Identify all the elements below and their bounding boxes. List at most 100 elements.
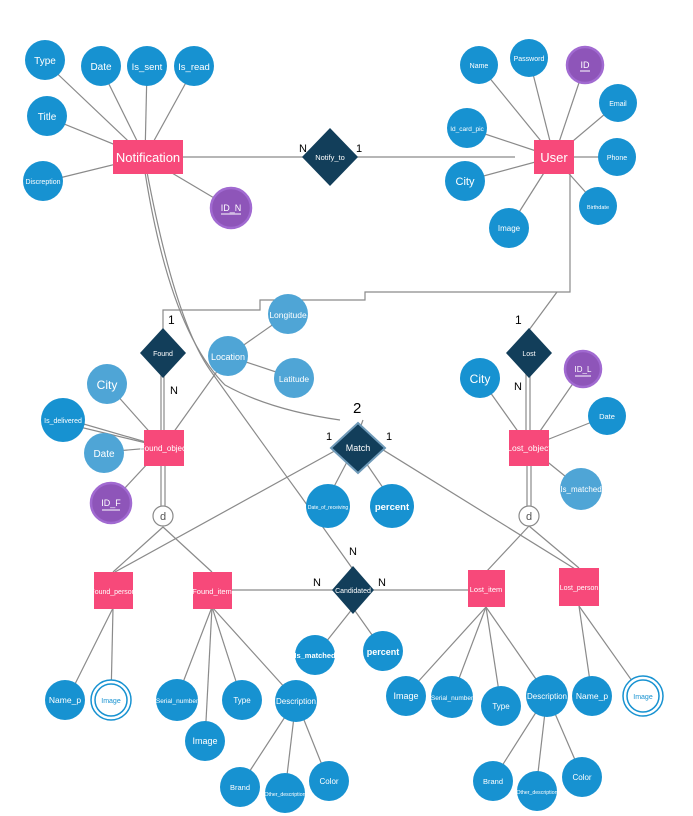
entity-notification-label: Notification	[116, 150, 180, 165]
attr-brand: Brand	[473, 761, 513, 801]
attr-key-id-l: ID_L	[563, 349, 603, 389]
cardinality: 1	[386, 431, 392, 443]
entity-lost-person[interactable]: Lost_person	[559, 568, 599, 606]
attr-brand: Brand	[220, 767, 260, 807]
attr-image: Image	[386, 676, 426, 716]
attr-image: Image	[185, 721, 225, 761]
entity-found-item[interactable]: Found_item	[192, 572, 232, 609]
svg-text:Other_description: Other_description	[265, 792, 306, 798]
entity-found-object-label: Found_object	[140, 444, 189, 453]
svg-text:Image: Image	[192, 736, 217, 746]
relationship-match[interactable]: Match	[329, 421, 387, 475]
relationship-found-label: Found	[153, 351, 173, 358]
cardinality: N	[299, 143, 307, 155]
entity-user[interactable]: User	[534, 140, 574, 174]
cardinality: 1	[326, 431, 332, 443]
svg-text:City: City	[456, 176, 475, 188]
cardinality: N	[378, 577, 386, 589]
svg-text:City: City	[470, 372, 491, 386]
attr-type: Type	[222, 680, 262, 720]
attr-city: City	[460, 358, 500, 398]
entities: Notification User Found_object Lost_obje…	[90, 140, 599, 609]
svg-text:Description: Description	[276, 697, 316, 706]
attr-name: Name	[460, 46, 498, 84]
line	[211, 606, 297, 701]
entity-found-person[interactable]: Found_person	[90, 572, 136, 609]
relationship-lost-label: Lost	[522, 351, 535, 358]
entity-lost-object[interactable]: Lost_object	[507, 430, 551, 466]
entity-found-person-label: Found_person	[90, 589, 135, 596]
attr-description: Description	[275, 680, 317, 722]
svg-text:Birthdate: Birthdate	[587, 205, 609, 211]
svg-text:Image: Image	[393, 691, 418, 701]
svg-text:percent: percent	[367, 647, 400, 657]
relationship-notify-to-label: Notify_to	[315, 153, 345, 162]
cardinality: N	[514, 381, 522, 393]
attr-is-delivered: Is_delivered	[41, 398, 85, 442]
specialization: d d	[152, 505, 540, 527]
svg-text:Phone: Phone	[607, 155, 627, 162]
attr-city: City	[445, 161, 485, 201]
attr-key-id-f: ID_F	[89, 481, 133, 525]
attr-percent: percent	[363, 631, 403, 671]
attr-type: Type	[25, 40, 65, 80]
svg-text:ID_L: ID_L	[575, 365, 592, 374]
svg-text:Is_read: Is_read	[178, 62, 210, 73]
attr-title: Title	[27, 96, 67, 136]
entity-notification[interactable]: Notification	[113, 140, 183, 174]
relationship-notify-to[interactable]: Notify_to	[302, 128, 358, 186]
attr-date-of-receiving: Date_of_receiving	[306, 484, 350, 528]
line	[114, 447, 341, 573]
relationship-candidated[interactable]: Candidated	[332, 566, 374, 614]
svg-text:Type: Type	[34, 56, 56, 67]
line	[528, 525, 580, 569]
svg-text:Brand: Brand	[483, 777, 503, 786]
attr-image: Image	[489, 208, 529, 248]
relationship-candidated-label: Candidated	[335, 588, 371, 595]
attr-serial-number: Serial_number	[431, 676, 474, 718]
entity-found-object[interactable]: Found_object	[140, 430, 189, 466]
svg-text:Type: Type	[233, 696, 251, 705]
relationship-found[interactable]: Found	[140, 328, 186, 378]
svg-text:ID_N: ID_N	[221, 203, 242, 213]
svg-text:Title: Title	[38, 112, 57, 123]
line	[162, 526, 213, 573]
svg-text:City: City	[97, 378, 118, 392]
attr-is-matched: Is_matched	[560, 468, 602, 510]
svg-text:Longitude: Longitude	[269, 310, 307, 320]
attr-discreption: Discreption	[23, 161, 63, 201]
attr-description: Description	[526, 675, 568, 717]
attr-name-p: Name_p	[572, 676, 612, 716]
attributes: Type Date Is_sent Is_read Title Discrept…	[23, 39, 664, 813]
svg-text:Serial_number: Serial_number	[431, 695, 474, 702]
disjoint-label: d	[160, 511, 166, 523]
attr-latitude: Latitude	[274, 358, 314, 398]
attr-phone: Phone	[598, 138, 636, 176]
svg-text:Date_of_receiving: Date_of_receiving	[308, 505, 349, 511]
svg-text:Other_description: Other_description	[517, 790, 558, 796]
line	[379, 447, 581, 573]
attr-is-read: Is_read	[174, 46, 214, 86]
svg-text:ID_F: ID_F	[101, 498, 121, 508]
svg-text:ID: ID	[581, 60, 591, 70]
relationships: Notify_to Found Lost Match Candidated	[140, 128, 552, 614]
attr-color: Color	[562, 757, 602, 797]
attr-other-description: Other_description	[265, 773, 306, 813]
disjoint-circle-lost: d	[518, 505, 540, 527]
attr-image-multivalued: Image	[622, 675, 664, 717]
relationship-match-label: Match	[346, 443, 371, 453]
svg-text:Image: Image	[498, 224, 521, 233]
svg-text:Date: Date	[599, 412, 615, 421]
attr-name-p: Name_p	[45, 680, 85, 720]
svg-text:Type: Type	[492, 702, 510, 711]
entity-user-label: User	[540, 150, 568, 165]
attr-date: Date	[81, 46, 121, 86]
relationship-lost[interactable]: Lost	[506, 328, 552, 378]
entity-lost-item[interactable]: Lost_item	[468, 570, 505, 607]
attr-image-multivalued: Image	[90, 679, 132, 721]
svg-text:Is_matched: Is_matched	[560, 485, 601, 494]
disjoint-label: d	[526, 511, 532, 523]
attr-date: Date	[84, 433, 124, 473]
svg-text:Image: Image	[101, 698, 121, 705]
